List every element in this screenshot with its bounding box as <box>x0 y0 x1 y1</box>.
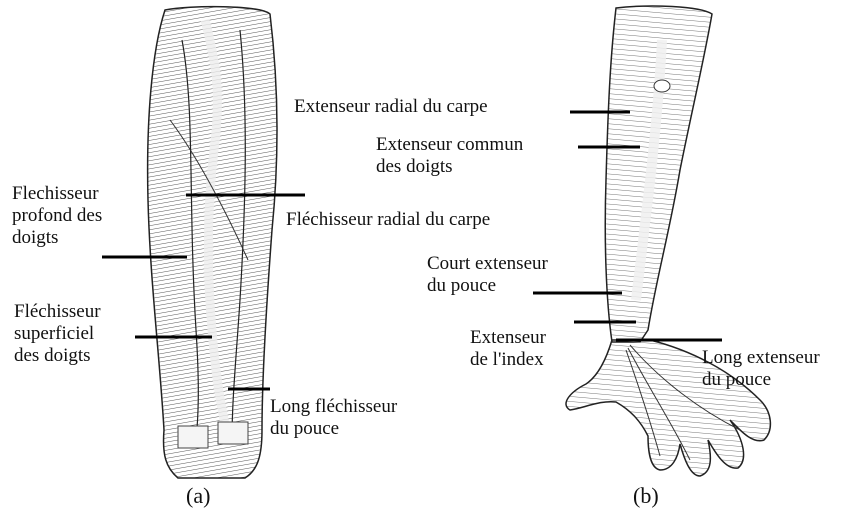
forearm-posterior-illustration <box>566 6 770 476</box>
label-line: du pouce <box>427 275 548 297</box>
label-long-flechisseur-pouce: Long fléchisseur du pouce <box>270 396 397 440</box>
label-court-extenseur-pouce: Court extenseur du pouce <box>427 253 548 297</box>
forearm-a-wrist-band <box>218 422 248 444</box>
forearm-b-bone-knob <box>654 80 670 92</box>
caption-panel-b: (b) <box>633 484 659 508</box>
label-extenseur-radial: Extenseur radial du carpe <box>294 96 488 118</box>
caption-panel-a: (a) <box>186 484 210 508</box>
label-line: des doigts <box>14 345 101 367</box>
label-flechisseur-radial: Fléchisseur radial du carpe <box>286 209 490 231</box>
label-line: du pouce <box>702 369 820 391</box>
label-flechisseur-superficiel: Fléchisseur superficiel des doigts <box>14 301 101 367</box>
label-line: Fléchisseur radial du carpe <box>286 209 490 231</box>
forearm-anterior-illustration <box>148 7 277 478</box>
label-line: Extenseur commun <box>376 134 523 156</box>
label-extenseur-commun: Extenseur commun des doigts <box>376 134 523 178</box>
label-line: Long fléchisseur <box>270 396 397 418</box>
label-line: Flechisseur <box>12 183 102 205</box>
label-long-extenseur-pouce: Long extenseur du pouce <box>702 347 820 391</box>
label-line: doigts <box>12 227 102 249</box>
label-line: Extenseur radial du carpe <box>294 96 488 118</box>
label-line: profond des <box>12 205 102 227</box>
label-line: Court extenseur <box>427 253 548 275</box>
label-line: de l'index <box>470 349 546 371</box>
label-line: Long extenseur <box>702 347 820 369</box>
forearm-a-wrist-band <box>178 426 208 448</box>
label-line: superficiel <box>14 323 101 345</box>
label-extenseur-index: Extenseur de l'index <box>470 327 546 371</box>
label-line: Extenseur <box>470 327 546 349</box>
label-flechisseur-profond: Flechisseur profond des doigts <box>12 183 102 249</box>
label-line: des doigts <box>376 156 523 178</box>
label-line: du pouce <box>270 418 397 440</box>
label-line: Fléchisseur <box>14 301 101 323</box>
